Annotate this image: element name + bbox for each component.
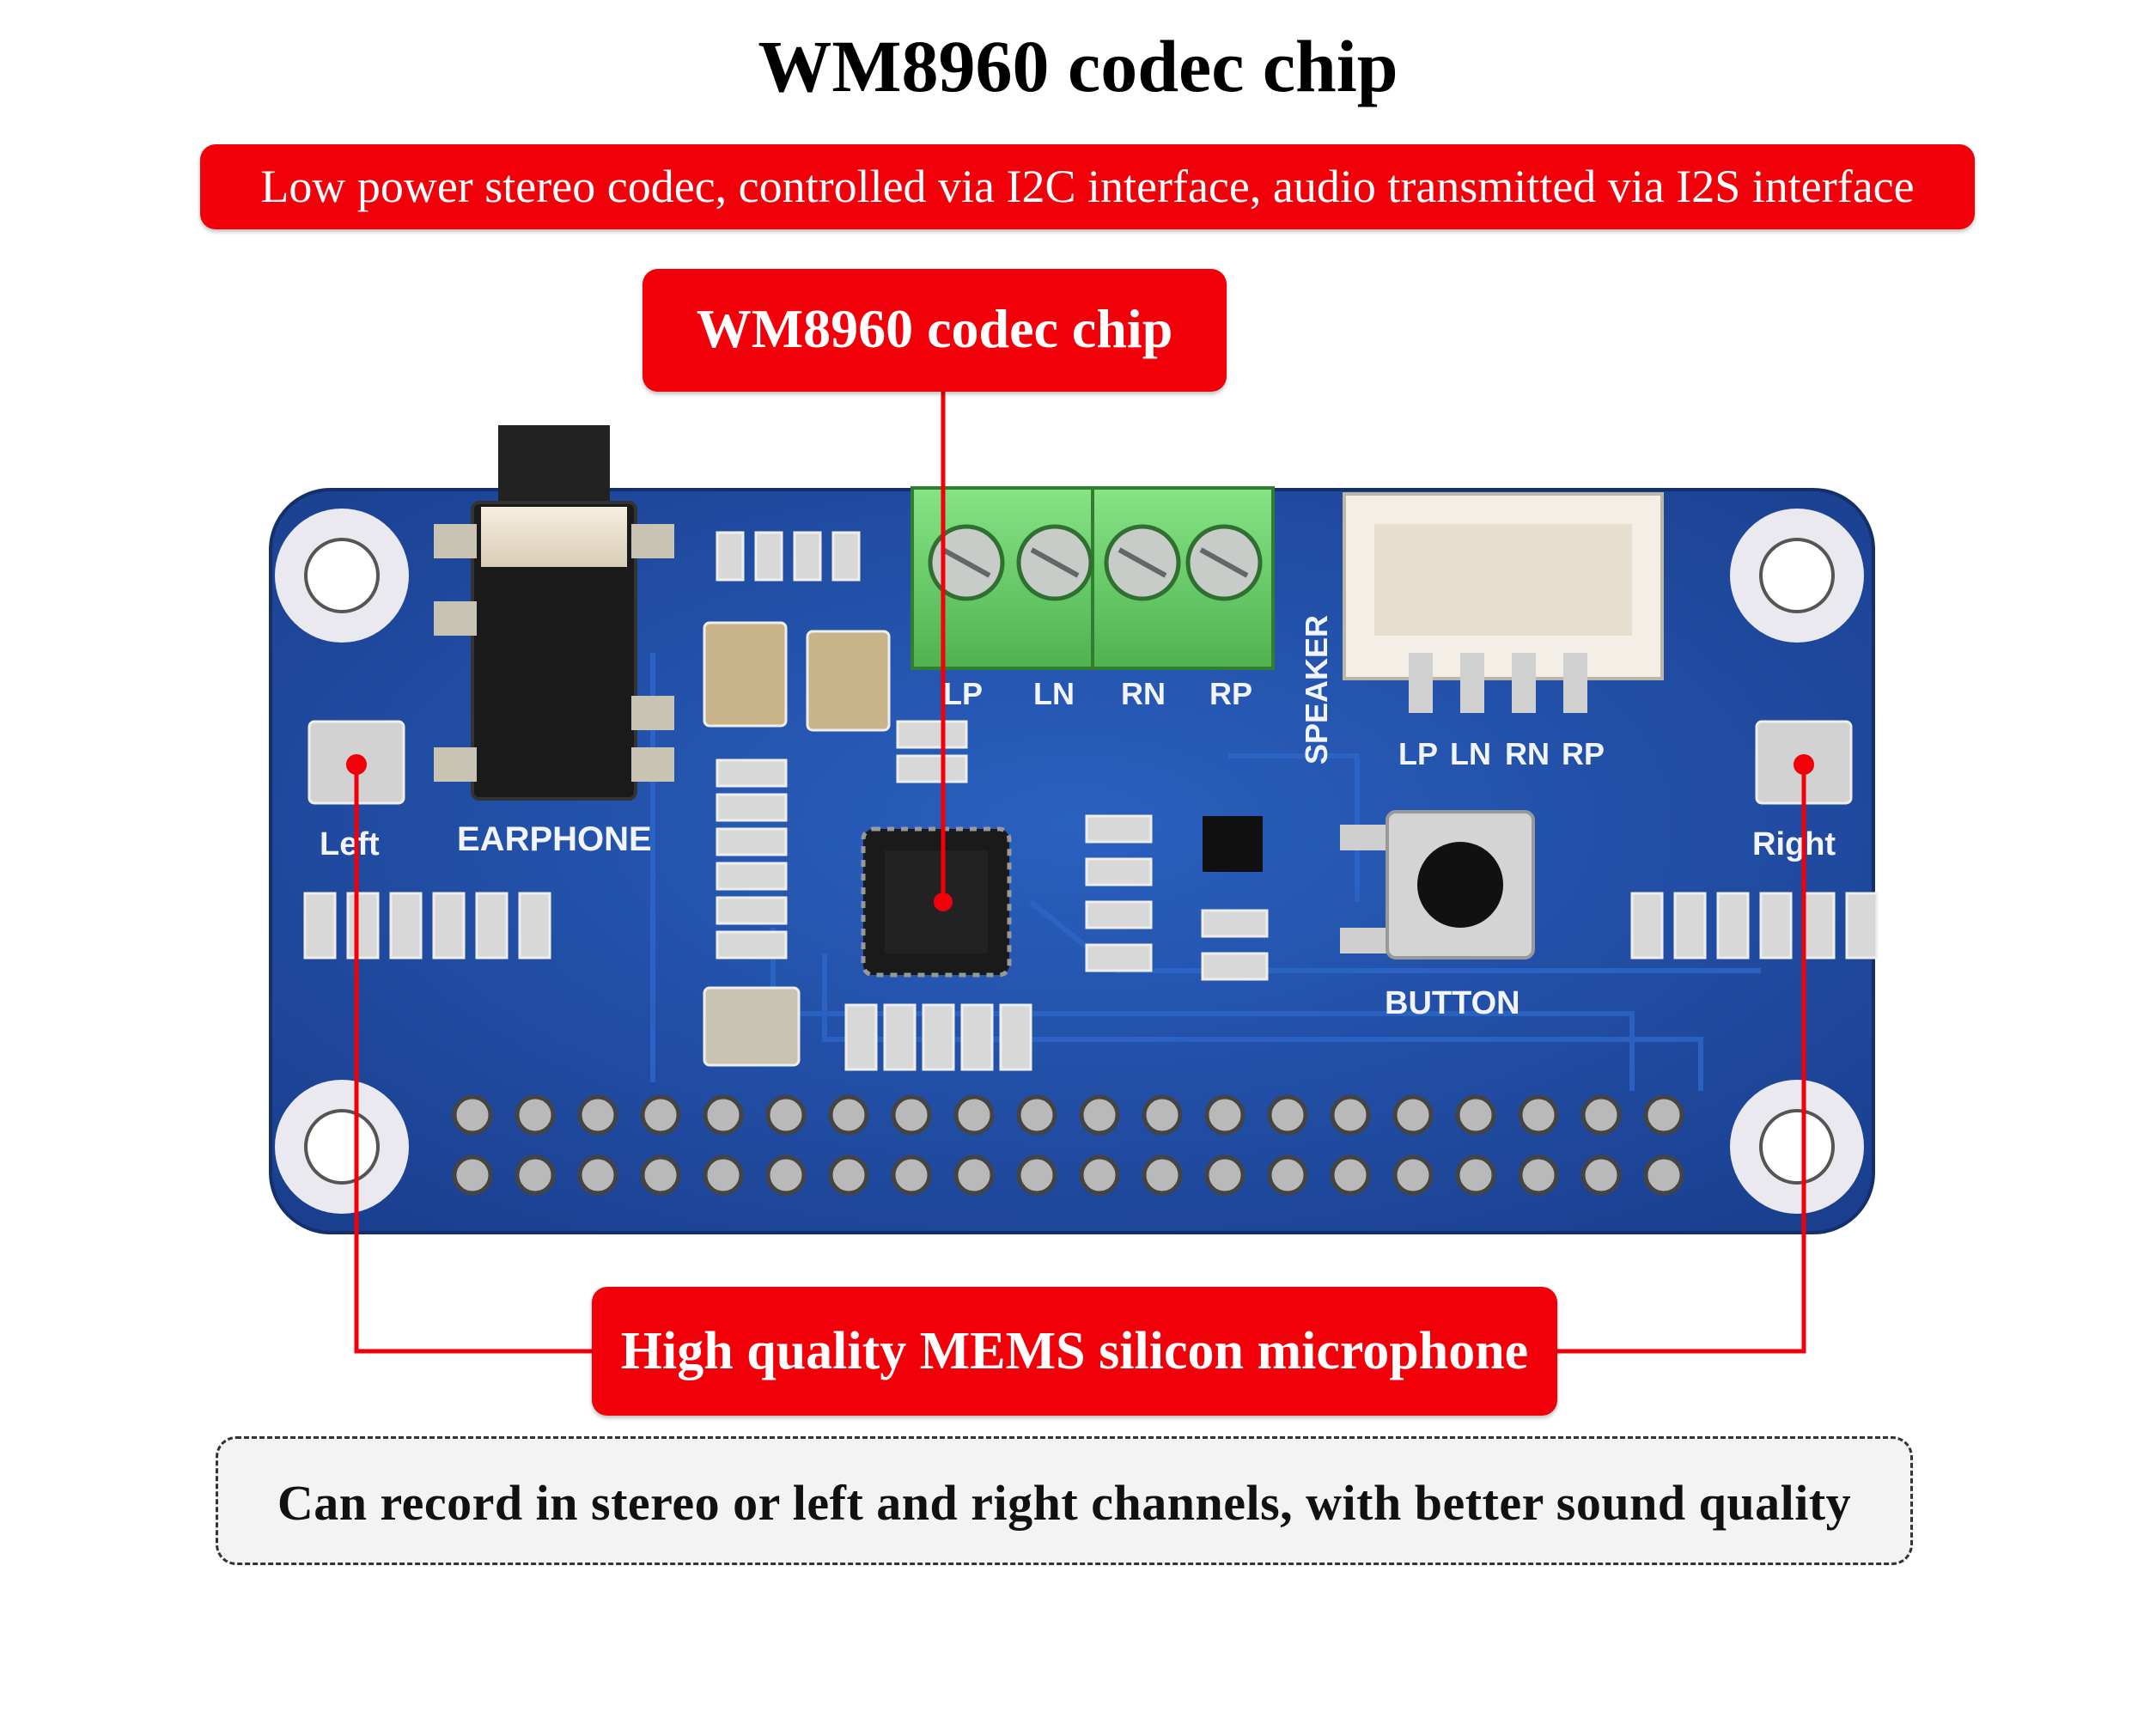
connector-pin-label: RN <box>1505 736 1550 771</box>
label-button: BUTTON <box>1385 985 1520 1021</box>
connector-pin-label: RP <box>1562 736 1605 771</box>
mounting-holes <box>275 509 1864 1214</box>
label-left: Left <box>320 826 380 862</box>
speaker-connector <box>1343 492 1664 713</box>
smd-components <box>303 531 1879 1071</box>
footer-note: Can record in stereo or left and right c… <box>216 1436 1913 1565</box>
connector-pin-label: LN <box>1450 736 1491 771</box>
terminal-pin-label: LP <box>943 676 983 711</box>
terminal-pin-label: RP <box>1209 676 1252 711</box>
push-button <box>1340 810 1535 960</box>
terminal-pin-label: RN <box>1121 676 1166 711</box>
transistor <box>1203 816 1263 872</box>
mic-callout: High quality MEMS silicon microphone <box>592 1287 1557 1416</box>
callout-dots <box>346 754 1814 911</box>
earphone-jack <box>434 425 674 801</box>
label-right: Right <box>1752 826 1836 862</box>
speaker-terminal-block <box>911 486 1275 670</box>
page-title: WM8960 codec chip <box>758 25 1398 107</box>
terminal-pin-label: LN <box>1033 676 1075 711</box>
connector-pin-label: LP <box>1398 736 1438 771</box>
callout-lines <box>354 392 1806 1354</box>
label-speaker: SPEAKER <box>1299 615 1334 765</box>
subtitle-banner: Low power stereo codec, controlled via I… <box>200 144 1975 229</box>
label-earphone: EARPHONE <box>457 820 652 858</box>
gpio-header <box>452 1094 1684 1196</box>
chip-callout: WM8960 codec chip <box>643 269 1227 392</box>
